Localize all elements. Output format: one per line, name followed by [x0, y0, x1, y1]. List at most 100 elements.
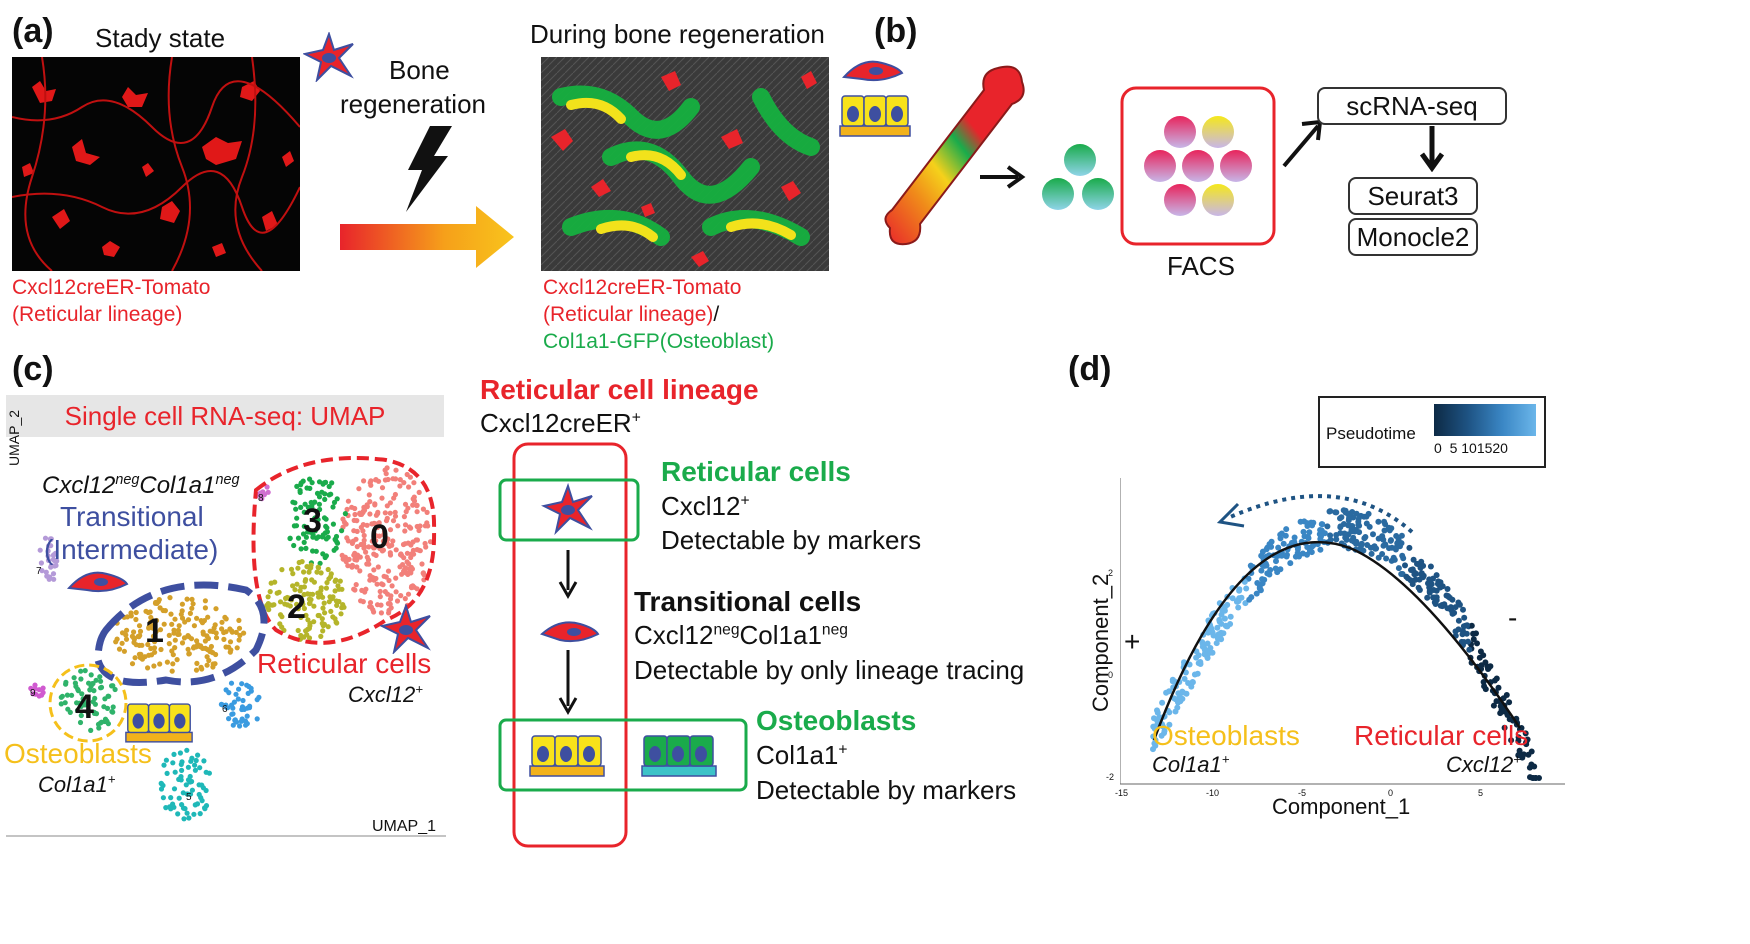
trajectory-point — [1254, 580, 1261, 586]
cluster-2-label: 2 — [287, 588, 306, 626]
y-tick-2: -2 — [1106, 772, 1115, 782]
umap-point — [311, 603, 317, 609]
trajectory-point — [1342, 534, 1349, 541]
umap-point — [326, 492, 332, 498]
umap-point — [212, 622, 218, 628]
umap-point — [184, 810, 190, 816]
umap-point — [42, 535, 49, 541]
umap-point — [319, 534, 325, 540]
trajectory-point — [1463, 630, 1470, 637]
umap-point — [45, 557, 52, 563]
umap-point — [189, 755, 195, 761]
umap-point — [132, 655, 138, 661]
umap-point — [318, 570, 324, 576]
umap-point — [352, 587, 358, 593]
umap-point — [136, 623, 143, 629]
umap-osteo-gene: Col1a1+ — [38, 772, 115, 798]
trajectory-point — [1527, 774, 1533, 781]
x-tick-3: 0 — [1388, 788, 1394, 798]
reticular-cell-icon — [303, 32, 354, 82]
umap-point — [382, 589, 388, 595]
umap-point — [195, 752, 201, 758]
trajectory-point — [1461, 639, 1467, 645]
umap-point — [259, 496, 265, 502]
regen-caption-line1: Cxcl12creER-Tomato — [543, 276, 742, 299]
umap-point — [181, 635, 188, 641]
trajectory-point — [1158, 732, 1165, 739]
regeneration-label: regeneration — [340, 89, 486, 119]
umap-point — [199, 782, 205, 788]
umap-point — [119, 630, 126, 636]
umap-point — [254, 716, 260, 722]
umap-point — [385, 536, 391, 542]
umap-point — [369, 538, 375, 544]
umap-point — [288, 597, 294, 603]
umap-osteo-sup: + — [107, 771, 116, 787]
umap-point — [381, 528, 388, 534]
trajectory-point — [1364, 542, 1371, 548]
umap-point — [340, 516, 346, 522]
trajectory-point — [1424, 594, 1431, 601]
umap-point — [344, 506, 350, 512]
umap-point — [382, 510, 388, 516]
umap-point — [320, 623, 326, 629]
umap-point — [409, 566, 415, 572]
trajectory-point — [1375, 518, 1382, 525]
umap-point — [163, 805, 169, 811]
umap-point — [336, 598, 342, 605]
umap-point — [311, 619, 317, 625]
umap-point — [361, 478, 367, 484]
umap-point — [307, 600, 313, 606]
umap-point — [197, 811, 203, 817]
trajectory-point — [1224, 601, 1231, 608]
umap-point — [148, 614, 154, 621]
umap-point — [187, 610, 193, 616]
umap-point — [240, 697, 246, 704]
lineage-title: Reticular cell lineage — [480, 374, 759, 405]
umap-point — [377, 594, 383, 600]
trajectory-point — [1310, 542, 1317, 549]
umap-point — [334, 540, 341, 546]
umap-point — [171, 627, 177, 633]
umap-point — [32, 682, 38, 688]
umap-point — [390, 476, 396, 482]
umap-point — [187, 791, 194, 797]
umap-point — [394, 598, 401, 604]
umap-point — [344, 535, 350, 541]
umap-point — [53, 562, 59, 569]
umap-point — [142, 654, 148, 660]
umap-point — [373, 477, 379, 483]
umap-point — [266, 607, 272, 613]
neg-sup2: neg — [215, 472, 240, 488]
umap-point — [158, 786, 165, 792]
umap-point — [384, 503, 390, 509]
umap-point — [299, 599, 305, 605]
umap-point — [237, 723, 243, 729]
step3-desc: Detectable by markers — [756, 775, 1017, 805]
umap-point — [201, 758, 207, 764]
umap-point — [85, 709, 91, 715]
panel-a-label: (a) — [12, 12, 54, 50]
umap-point — [307, 591, 313, 597]
umap-point — [97, 674, 103, 680]
umap-point — [323, 585, 329, 591]
trajectory-point — [1171, 695, 1178, 702]
umap-point — [189, 605, 195, 611]
umap-point — [297, 588, 303, 594]
umap-point — [180, 790, 186, 796]
umap-point — [170, 652, 176, 658]
umap-point — [414, 502, 420, 508]
umap-point — [157, 627, 164, 633]
umap-osteo-gene-text: Col1a1 — [38, 772, 108, 797]
umap-point — [203, 769, 209, 775]
umap-point — [357, 554, 363, 560]
umap-point — [44, 573, 50, 579]
umap-point — [292, 587, 298, 593]
y-tick-1: 0 — [1108, 670, 1114, 680]
trajectory-point — [1299, 550, 1306, 557]
trajectory-point — [1434, 580, 1441, 587]
umap-point — [332, 588, 338, 594]
regeneration-title: During bone regeneration — [530, 19, 825, 49]
umap-point — [181, 816, 187, 822]
umap-point — [373, 533, 379, 539]
